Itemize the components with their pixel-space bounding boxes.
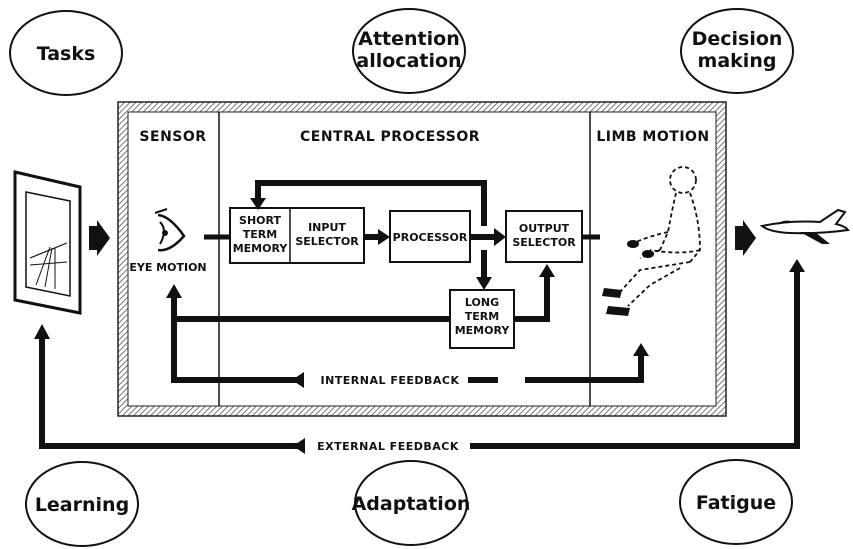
factor-adaptation-label: Adaptation (352, 493, 471, 515)
ltm-label-line2: TERM (465, 310, 499, 323)
external-feedback-aircraft-marker (789, 259, 805, 272)
input-selector-label-line2: SELECTOR (295, 235, 359, 248)
processor-block: PROCESSOR (390, 211, 470, 262)
stm-input-block: SHORT TERM MEMORY INPUT SELECTOR (230, 208, 364, 263)
ltm-label-line3: MEMORY (455, 324, 511, 337)
factor-attention-allocation: Attention allocation (353, 9, 465, 93)
factor-decision-label-line1: Decision (692, 28, 783, 50)
limb-motion-header: LIMB MOTION (596, 129, 709, 145)
external-feedback-arrowhead (293, 438, 305, 454)
factor-fatigue: Fatigue (680, 460, 792, 544)
output-selector-label-line2: SELECTOR (512, 236, 576, 249)
sensor-header: SENSOR (139, 129, 206, 145)
external-feedback-display-arrowhead (34, 324, 50, 339)
factor-decision-label-line2: making (698, 50, 777, 72)
factor-tasks-label: Tasks (37, 43, 96, 65)
output-arrow (735, 220, 756, 256)
stm-label-line3: MEMORY (233, 242, 289, 255)
factor-adaptation: Adaptation (352, 461, 471, 545)
display-screen-icon (15, 172, 80, 313)
factor-learning: Learning (26, 462, 138, 546)
eye-motion-label: EYE MOTION (129, 261, 206, 274)
factor-attention-label-line2: allocation (356, 50, 461, 72)
ltm-label-line1: LONG (465, 296, 499, 309)
internal-feedback-label: INTERNAL FEEDBACK (320, 374, 459, 387)
external-feedback-label: EXTERNAL FEEDBACK (317, 440, 459, 453)
processor-label: PROCESSOR (393, 231, 468, 244)
jet-aircraft-icon (762, 210, 848, 244)
output-selector-label-line1: OUTPUT (519, 222, 570, 235)
ltm-block: LONG TERM MEMORY (450, 290, 514, 348)
stm-label-line2: TERM (243, 228, 277, 241)
factor-tasks: Tasks (10, 11, 122, 95)
output-selector-block: OUTPUT SELECTOR (506, 211, 582, 262)
factor-learning-label: Learning (35, 494, 129, 516)
factor-attention-label-line1: Attention (358, 28, 459, 50)
factor-decision-making: Decision making (681, 9, 793, 93)
input-arrow (89, 220, 110, 256)
central-processor-header: CENTRAL PROCESSOR (300, 129, 480, 145)
input-selector-label-line1: INPUT (308, 221, 346, 234)
stm-label-line1: SHORT (239, 214, 281, 227)
factor-fatigue-label: Fatigue (696, 492, 776, 514)
